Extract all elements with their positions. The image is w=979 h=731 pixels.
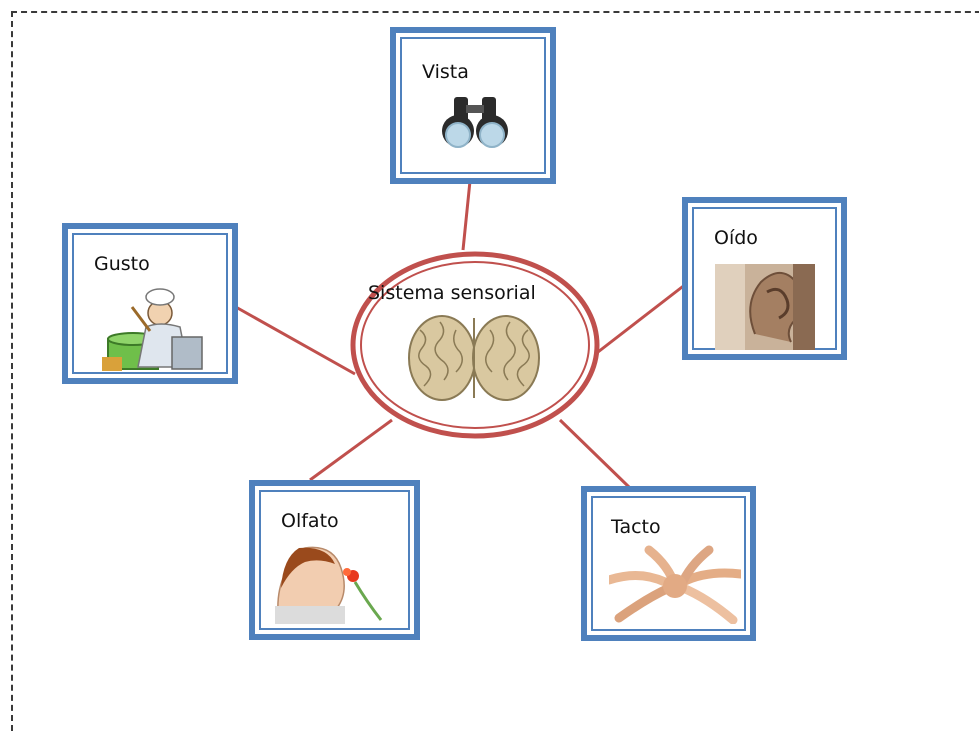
sense-label-gusto: Gusto	[94, 253, 150, 275]
sense-label-vista: Vista	[422, 61, 469, 83]
sense-label-tacto: Tacto	[611, 516, 661, 538]
connector-olfato	[309, 418, 393, 482]
connector-tacto	[558, 418, 632, 490]
connector-oido	[597, 282, 687, 354]
connector-gusto	[233, 304, 356, 376]
dashed-frame	[11, 11, 979, 731]
chef-cooking-icon	[102, 288, 203, 371]
diagram-connectors	[233, 180, 687, 490]
joined-hands-icon	[609, 545, 741, 624]
ear-icon	[715, 264, 815, 350]
sense-box-gusto: Gusto	[62, 223, 238, 384]
sense-box-vista: Vista	[390, 27, 556, 184]
sense-box-tacto: Tacto	[581, 486, 756, 641]
center-label: Sistema sensorial	[368, 282, 536, 304]
sense-box-olfato: Olfato	[249, 480, 420, 640]
connector-vista	[461, 180, 472, 251]
person-smelling-flower-icon	[275, 546, 383, 624]
sense-label-oido: Oído	[714, 227, 758, 249]
sense-label-olfato: Olfato	[281, 510, 339, 532]
sense-box-oido: Oído	[682, 197, 847, 360]
brain-icon	[408, 315, 540, 401]
binoculars-icon	[442, 97, 508, 148]
